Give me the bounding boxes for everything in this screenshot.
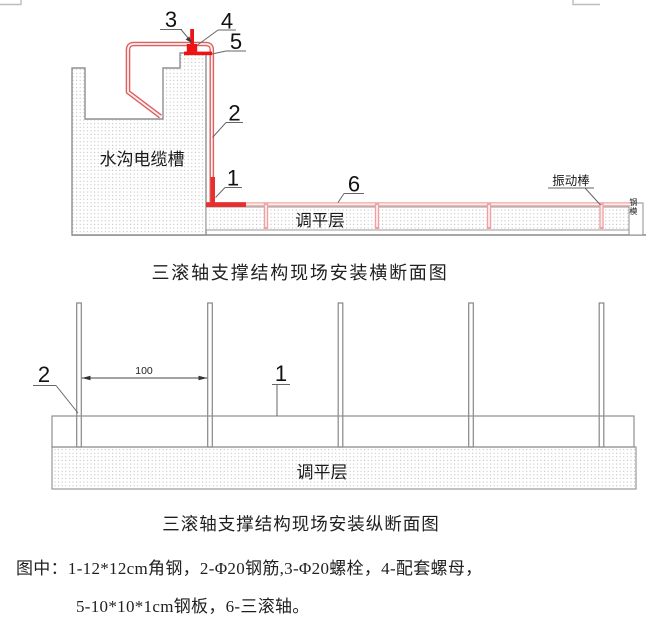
leveling-layer-top	[205, 206, 630, 231]
rebar-loop	[125, 41, 215, 203]
longitudinal-title: 三滚轴支撑结构现场安装纵断面图	[162, 514, 440, 534]
post	[598, 302, 605, 448]
callout-2: 2	[38, 362, 50, 387]
leader-arrowhead	[185, 36, 192, 43]
angle-steel-beam	[51, 415, 635, 448]
bolt-assembly	[184, 29, 212, 56]
cross-section-diagram: 钢模	[0, 0, 646, 236]
callout-2-leader	[33, 385, 79, 414]
vibrator-rods	[263, 203, 604, 229]
legend-line-1: 图中：1-12*12cm角钢，2-Φ20钢筋,3-Φ20螺栓，4-配套螺母，	[16, 559, 483, 578]
angle-steel	[206, 177, 246, 207]
frame-remnant-right	[572, 0, 600, 6]
post	[468, 302, 474, 448]
callout-2: 2	[228, 101, 240, 126]
callout-1: 1	[275, 361, 287, 386]
post	[76, 302, 82, 448]
post	[337, 302, 344, 448]
dimension-100: 100	[81, 365, 208, 381]
frame-remnant-left	[0, 0, 22, 6]
callout-3: 3	[165, 7, 177, 32]
cable-trough-wall	[71, 52, 207, 236]
nut-block	[186, 44, 198, 52]
callout-leaders	[160, 29, 601, 206]
bolt	[190, 29, 194, 52]
cross-section-title: 三滚轴支撑结构现场安装横断面图	[151, 263, 449, 283]
steel-form-label: 钢模	[629, 197, 638, 216]
wall-label: 水沟电缆槽	[100, 150, 185, 169]
callout-6: 6	[348, 172, 360, 197]
layer-label-top: 调平层	[295, 211, 345, 230]
vibrator-label: 振动棒	[552, 174, 590, 188]
steel-plate	[184, 51, 212, 56]
layer-label-bottom: 调平层	[297, 463, 348, 482]
callout-1: 1	[227, 166, 239, 191]
callout-5: 5	[230, 29, 242, 54]
longitudinal-diagram: 100 2 1 调平层	[33, 302, 637, 490]
steel-form-box	[628, 202, 644, 236]
legend-line-2: 5-10*10*1cm钢板，6-三滚轴。	[76, 597, 310, 616]
dimension-value: 100	[135, 365, 153, 377]
post	[207, 302, 213, 448]
callout-4: 4	[221, 9, 233, 34]
rebar-posts	[76, 302, 605, 448]
callout-1-leader	[272, 384, 290, 416]
